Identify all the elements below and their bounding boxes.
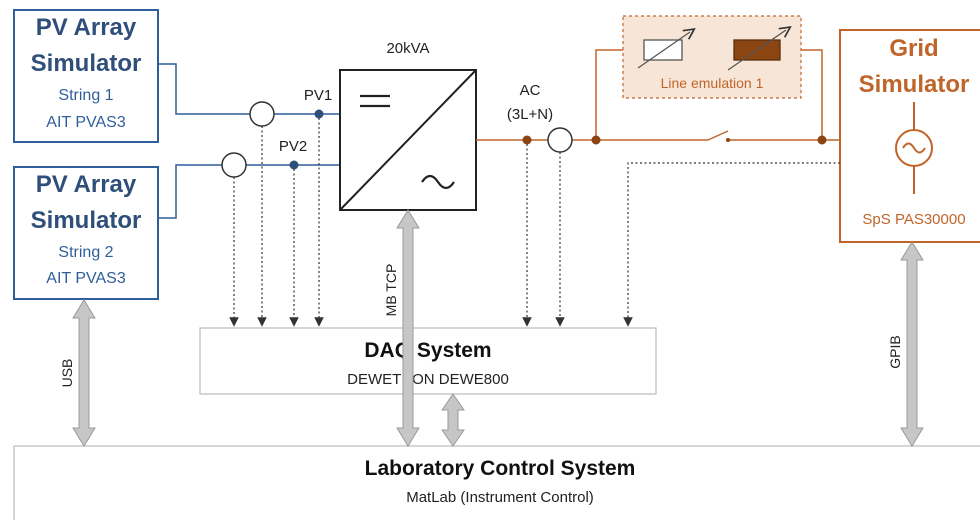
pv-array-simulator-2: PV Array Simulator String 2 AIT PVAS3 — [13, 166, 159, 300]
laboratory-control-system: Laboratory Control System MatLab (Instru… — [13, 445, 980, 520]
pv1-title-line2: Simulator — [31, 50, 142, 77]
pv2-wire — [158, 164, 340, 219]
ac-current-sensor-icon — [547, 127, 573, 153]
line-emulation-label: Line emulation 1 — [661, 75, 764, 91]
gpib-arrow-icon — [900, 241, 924, 447]
pv1-sub2: AIT PVAS3 — [46, 114, 126, 131]
grid-title-line1: Grid — [889, 35, 938, 62]
ac-sub-label: (3L+N) — [507, 106, 553, 123]
inverter: 20kVA — [339, 40, 477, 211]
line-emulation-node-left — [591, 135, 601, 145]
daq-system: DAQ System DEWETRON DEWE800 — [199, 327, 657, 395]
gpib-label: GPIB — [887, 335, 903, 368]
pv1-label: PV1 — [304, 87, 332, 104]
switch-icon — [707, 130, 729, 141]
ac-symbol-icon — [421, 174, 455, 190]
line-emulation-node-right — [817, 135, 827, 145]
pv2-title-line1: PV Array — [36, 171, 137, 198]
daq-model: DEWETRON DEWE800 — [347, 371, 509, 388]
pv-array-simulator-1: PV Array Simulator String 1 AIT PVAS3 — [13, 9, 159, 143]
daq-title: DAQ System — [364, 339, 491, 362]
pv1-current-sensor-icon — [249, 101, 275, 127]
grid-simulator: Grid Simulator SpS PAS30000 — [839, 29, 980, 243]
usb-arrow-icon — [72, 299, 96, 447]
mbtcp-label: MB TCP — [383, 264, 399, 317]
line-emulation: Line emulation 1 — [622, 15, 802, 99]
pv2-sub1: String 2 — [58, 244, 113, 261]
pv2-sub2: AIT PVAS3 — [46, 270, 126, 287]
ac-node — [522, 135, 532, 145]
lab-title: Laboratory Control System — [365, 457, 636, 480]
measurement-lines — [229, 118, 840, 327]
pv2-label: PV2 — [279, 138, 307, 155]
usb-label: USB — [59, 359, 75, 388]
pv1-node — [314, 109, 324, 119]
pv2-node — [289, 160, 299, 170]
pv2-current-sensor-icon — [221, 152, 247, 178]
mbtcp-arrow-icon — [396, 209, 420, 447]
switch-contact — [726, 138, 730, 142]
grid-title-line2: Simulator — [859, 71, 970, 98]
comm-links — [72, 209, 924, 447]
inverter-rating: 20kVA — [386, 40, 429, 57]
pv2-title-line2: Simulator — [31, 207, 142, 234]
pv1-sub1: String 1 — [58, 87, 113, 104]
pv1-title-line1: PV Array — [36, 14, 137, 41]
grid-model: SpS PAS30000 — [862, 211, 965, 228]
daq-lab-arrow-icon — [441, 393, 465, 447]
lab-model: MatLab (Instrument Control) — [406, 489, 594, 506]
ac-label: AC — [520, 82, 541, 99]
